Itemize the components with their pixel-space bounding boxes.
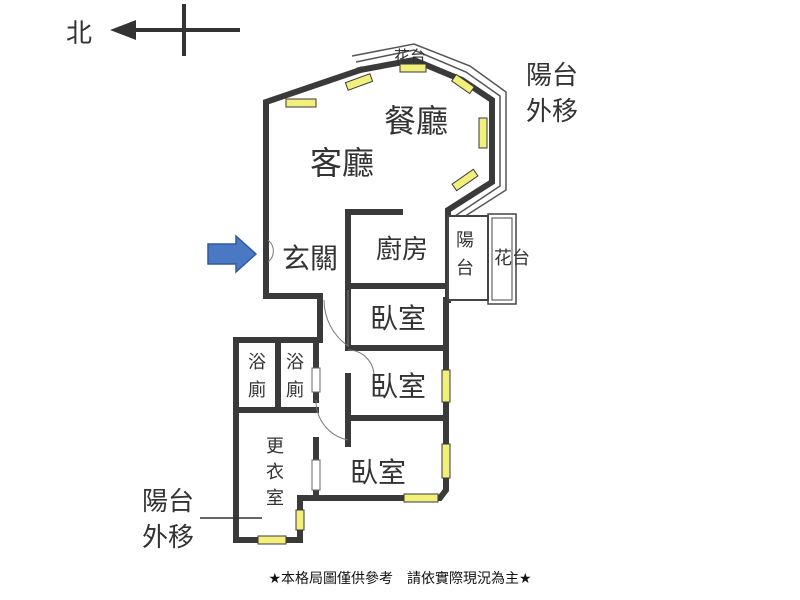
north-arrow-icon — [110, 4, 240, 56]
closet-label-vertical: 更 衣 室 — [266, 436, 284, 509]
room-label-bath-char: 廁 — [248, 379, 266, 401]
window — [295, 509, 305, 531]
window — [450, 73, 476, 95]
room-label-bedroom: 臥室 — [350, 456, 406, 489]
bath-2-label-vertical: 浴 廁 — [286, 352, 304, 401]
note-line: 外移 — [526, 97, 578, 127]
room-label-balcony-char: 陽 — [456, 230, 474, 251]
room-label-planter-top: 花台 — [394, 47, 426, 66]
room-label-balcony-char: 台 — [456, 258, 474, 279]
entry-arrow-icon — [207, 234, 258, 274]
note-line: 陽台 — [142, 487, 194, 517]
room-label-entry: 玄關 — [282, 242, 338, 275]
bay-planter-outline — [351, 43, 507, 223]
room-label-bedroom: 臥室 — [370, 370, 426, 403]
windows — [257, 63, 488, 545]
room-label-kitchen: 廚房 — [376, 235, 428, 265]
exterior-walls — [233, 56, 495, 543]
room-label-living: 客廳 — [310, 144, 374, 182]
window — [257, 535, 287, 545]
small-balcony-box — [447, 213, 517, 305]
bath-1-label-vertical: 浴 廁 — [248, 352, 266, 401]
room-label-closet-char: 室 — [266, 488, 284, 509]
room-label-dining: 餐廳 — [384, 102, 448, 140]
window — [403, 493, 439, 503]
window — [441, 369, 451, 403]
balcony-label-vertical: 陽 台 — [456, 230, 474, 279]
window — [441, 443, 451, 479]
note-balcony-moved-bottom: 陽台 外移 — [142, 487, 262, 553]
room-label-closet-char: 衣 — [266, 462, 284, 483]
room-label-bedroom: 臥室 — [370, 302, 426, 335]
north-indicator: 北 — [66, 4, 240, 56]
window — [285, 98, 317, 108]
window — [478, 117, 488, 149]
room-label-bath-char: 浴 — [286, 352, 304, 373]
room-label-bath-char: 浴 — [248, 352, 266, 373]
note-balcony-moved-top: 陽台 外移 — [526, 61, 578, 127]
note-line: 陽台 — [526, 61, 578, 91]
window — [344, 73, 374, 91]
room-label-closet-char: 更 — [266, 436, 284, 457]
window — [451, 168, 479, 192]
window — [399, 63, 427, 73]
note-line: 外移 — [142, 523, 194, 553]
north-label: 北 — [66, 19, 92, 49]
disclaimer-footer: ★本格局圖僅供參考 請依實際現況為主★ — [268, 571, 532, 587]
doors — [267, 239, 375, 491]
room-label-bath-char: 廁 — [286, 379, 304, 401]
room-label-planter-right: 花台 — [494, 248, 530, 269]
